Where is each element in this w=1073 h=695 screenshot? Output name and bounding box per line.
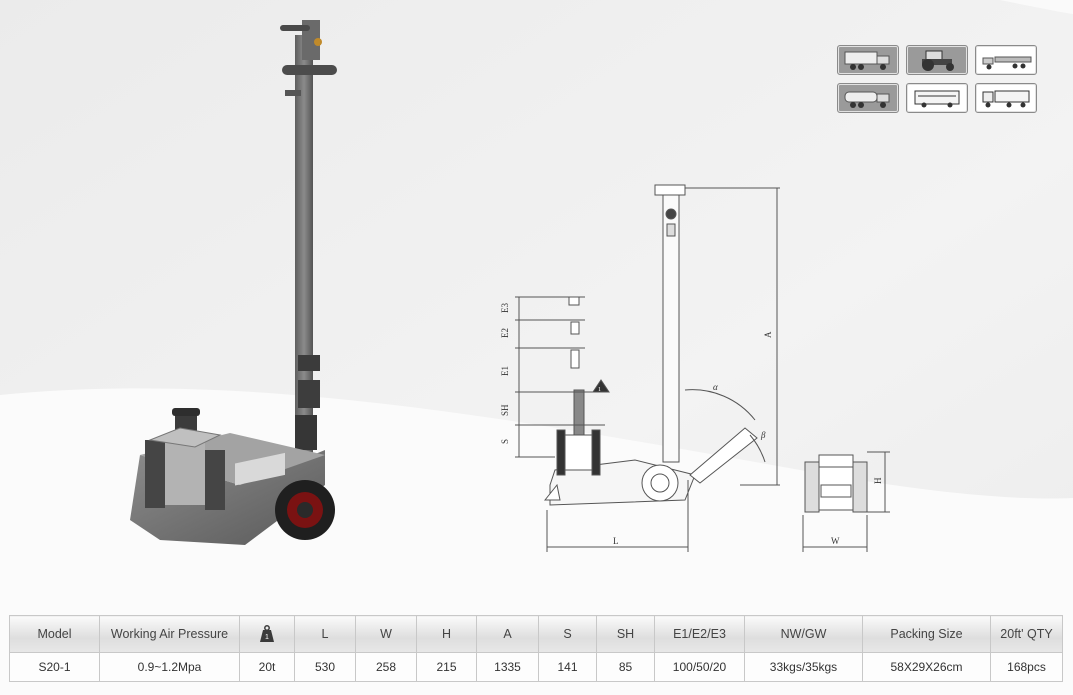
weight-icon: 1 [260,625,274,642]
dim-e2-label: E2 [500,328,510,338]
header-cell: E1/E2/E3 [654,615,745,653]
table-cell: 530 [294,652,356,682]
truck-trailer-icon [975,83,1037,113]
front-view-diagram: H W [802,451,890,552]
table-cell: 168pcs [990,652,1063,682]
dim-w-label: W [831,536,840,546]
dim-h-label: H [873,477,883,484]
header-cell: Packing Size [862,615,991,653]
dim-s-label: S [500,439,510,444]
tractor-icon [906,45,968,75]
dim-a-label: A [763,331,773,338]
table-cell: 141 [538,652,597,682]
tonnage-badge-label: 1 [598,387,601,393]
header-cell: W [355,615,417,653]
header-weight-icon: 1 [239,615,295,653]
header-cell: S [538,615,597,653]
header-cell: SH [596,615,655,653]
dim-sh-label: SH [500,404,510,416]
header-cell: Model [9,615,100,653]
dim-e1-label: E1 [500,366,510,376]
dim-e3-label: E3 [500,303,510,313]
table-cell: 215 [416,652,477,682]
header-cell: L [294,615,356,653]
table-cell: S20-1 [9,652,100,682]
bus-icon [906,83,968,113]
box-truck-icon [837,45,899,75]
table-cell: 33kgs/35kgs [744,652,863,682]
table-cell: 20t [239,652,295,682]
table-cell: 58X29X26cm [862,652,991,682]
table-cell: 0.9~1.2Mpa [99,652,240,682]
table-cell: 258 [355,652,417,682]
weight-icon-label: 1 [265,634,269,641]
air-jack-photo [130,20,337,545]
header-cell: 20ft' QTY [990,615,1063,653]
header-cell: Working Air Pressure [99,615,240,653]
trailer-icon [975,45,1037,75]
header-cell: A [476,615,539,653]
header-cell: H [416,615,477,653]
angle-alpha-label: α [713,382,718,392]
header-cell: NW/GW [744,615,863,653]
dim-l-label: L [613,536,619,546]
table-cell: 85 [596,652,655,682]
side-view-diagram: E3 E2 E1 SH S A L α β 1 [500,184,780,552]
angle-beta-label: β [760,430,766,440]
table-cell: 1335 [476,652,539,682]
table-cell: 100/50/20 [654,652,745,682]
vehicle-icon-grid [837,45,1037,115]
tanker-truck-icon [837,83,899,113]
